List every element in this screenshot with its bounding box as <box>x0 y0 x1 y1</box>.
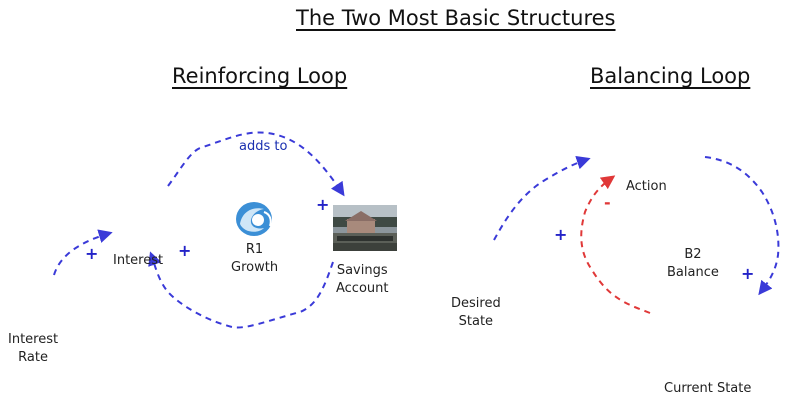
diagram-title: The Two Most Basic Structures <box>296 6 616 30</box>
sign-interest-savings: + <box>316 195 330 214</box>
adds-to-label: adds to <box>239 139 288 154</box>
balancing-loop-heading: Balancing Loop <box>590 64 751 88</box>
interest-node: Interest <box>113 253 164 268</box>
bank-building-photo <box>333 205 397 251</box>
water-swirl-icon <box>236 202 272 236</box>
current-state-node: Current State <box>664 381 752 396</box>
sign-action-current: + <box>741 264 755 283</box>
desired-line2: State <box>458 314 494 329</box>
link-savings-to-interest <box>148 251 334 329</box>
sign-rate-interest: + <box>85 244 99 263</box>
action-node: Action <box>626 179 667 194</box>
interest-rate-line1: Interest <box>8 332 59 347</box>
desired-line1: Desired <box>451 296 501 311</box>
b2-loop-id: B2 <box>684 247 702 262</box>
savings-line2: Account <box>336 281 389 296</box>
interest-rate-line2: Rate <box>18 350 48 365</box>
savings-account-node: Savings Account <box>336 262 389 298</box>
sign-savings-interest: + <box>178 241 192 260</box>
link-desired-to-action <box>493 155 591 241</box>
link-action-to-current <box>704 156 780 296</box>
desired-state-node: Desired State <box>451 295 501 331</box>
r1-loop-id: R1 <box>245 242 264 257</box>
reinforcing-loop-heading: Reinforcing Loop <box>172 64 348 88</box>
link-rate-to-interest <box>53 229 113 276</box>
interest-rate-node: Interest Rate <box>8 331 58 367</box>
b2-loop-label: B2 Balance <box>667 246 719 282</box>
savings-line1: Savings <box>336 263 388 278</box>
link-current-to-action <box>580 175 651 314</box>
r1-loop-label: R1 Growth <box>231 241 278 277</box>
sign-desired-action: + <box>554 225 568 244</box>
sign-current-action: - <box>604 193 611 212</box>
b2-loop-name: Balance <box>667 265 719 280</box>
r1-loop-name: Growth <box>231 260 279 275</box>
